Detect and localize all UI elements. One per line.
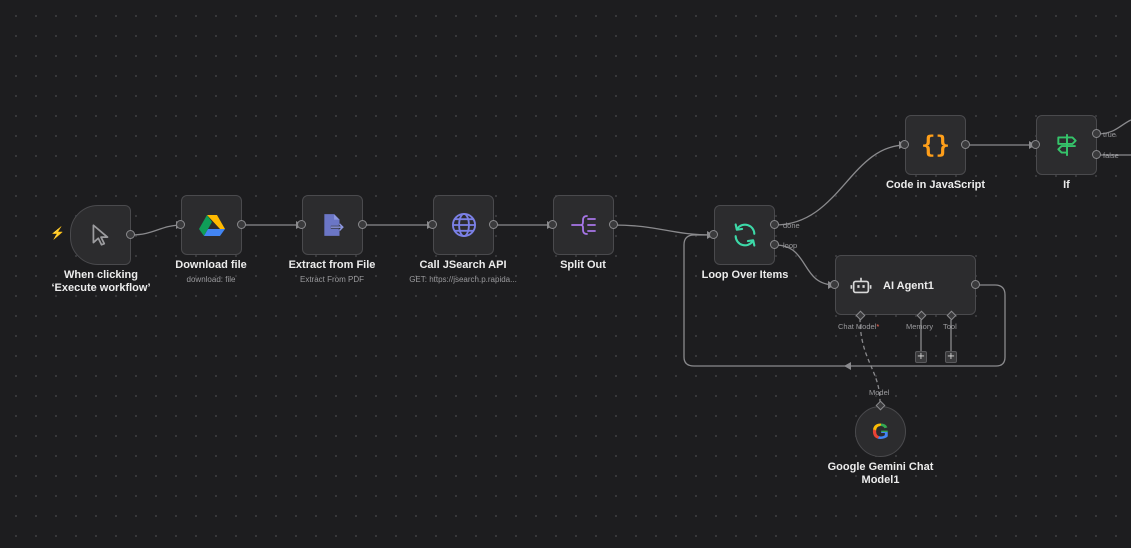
loop-loop-label: loop [783,241,798,250]
http-output-port[interactable] [489,220,498,229]
google-drive-icon [198,215,225,236]
edge-loop-agent [774,244,836,286]
if-title: If [1063,179,1070,191]
google-g-icon: G [871,418,890,444]
add-tool-button[interactable]: + [945,351,957,363]
node-extract-from-file[interactable] [302,195,363,255]
signpost-icon [1056,134,1077,156]
agent-chat-model-label: Chat Model* [838,322,880,331]
edge-if-true [1096,119,1131,135]
download-subtitle: download: file [186,275,236,284]
edge-split-loop [612,224,715,236]
cursor-icon [92,224,108,246]
agent-tool-label: Tool [943,322,957,331]
code-braces-icon: {} [921,131,950,159]
node-google-gemini-chat-model[interactable]: G [855,406,906,457]
required-marker: * [876,322,880,331]
edge-gemini-chat [859,317,881,403]
if-false-port[interactable] [1092,150,1101,159]
agent-title: AI Agent1 [883,280,934,292]
code-title: Code in JavaScript [885,179,986,191]
split-output-port[interactable] [609,220,618,229]
node-manual-trigger[interactable] [70,205,131,265]
download-title: Download file [175,259,247,271]
loop-done-label: done [783,221,800,230]
agent-output-port[interactable] [971,280,980,289]
if-true-label: true [1103,130,1116,139]
node-split-out[interactable] [553,195,614,255]
node-http-request[interactable] [433,195,494,255]
globe-icon [451,212,476,238]
code-input-port[interactable] [900,140,909,149]
loop-input-port[interactable] [709,230,718,239]
download-input-port[interactable] [176,220,185,229]
agent-memory-label: Memory [906,322,934,331]
gemini-model-label: Model [869,388,890,397]
extract-input-port[interactable] [297,220,306,229]
edge-loop-code [774,144,907,226]
split-out-icon [570,215,596,235]
if-false-label: false [1103,151,1119,160]
loop-done-port[interactable] [770,220,779,229]
split-title: Split Out [560,259,606,271]
code-output-port[interactable] [961,140,970,149]
if-input-port[interactable] [1031,140,1040,149]
extract-subtitle: Extract From PDF [299,275,364,284]
gemini-title: Google Gemini Chat Model1 [827,461,934,486]
http-title: Call JSearch API [419,259,507,271]
trigger-output-port[interactable] [126,230,135,239]
node-if[interactable] [1036,115,1097,175]
node-download-file[interactable] [181,195,242,255]
agent-input-port[interactable] [830,280,839,289]
edge-trigger-download [130,224,184,236]
add-memory-button[interactable]: + [915,351,927,363]
extract-output-port[interactable] [358,220,367,229]
http-input-port[interactable] [428,220,437,229]
loop-loop-port[interactable] [770,240,779,249]
loop-title: Loop Over Items [701,269,789,281]
refresh-icon [734,223,755,247]
file-export-icon [323,214,345,236]
node-loop-over-items[interactable] [714,205,775,265]
node-ai-agent[interactable]: AI Agent1 [835,255,976,315]
if-true-port[interactable] [1092,129,1101,138]
download-output-port[interactable] [237,220,246,229]
node-code-javascript[interactable]: {} [905,115,966,175]
trigger-bolt-icon: ⚡ [50,226,65,240]
extract-title: Extract from File [288,259,376,271]
http-subtitle: GET: https://jsearch.p.rapida... [409,275,517,284]
trigger-title: When clicking ‘Execute workflow’ [51,269,151,294]
split-input-port[interactable] [548,220,557,229]
robot-icon [850,277,872,294]
